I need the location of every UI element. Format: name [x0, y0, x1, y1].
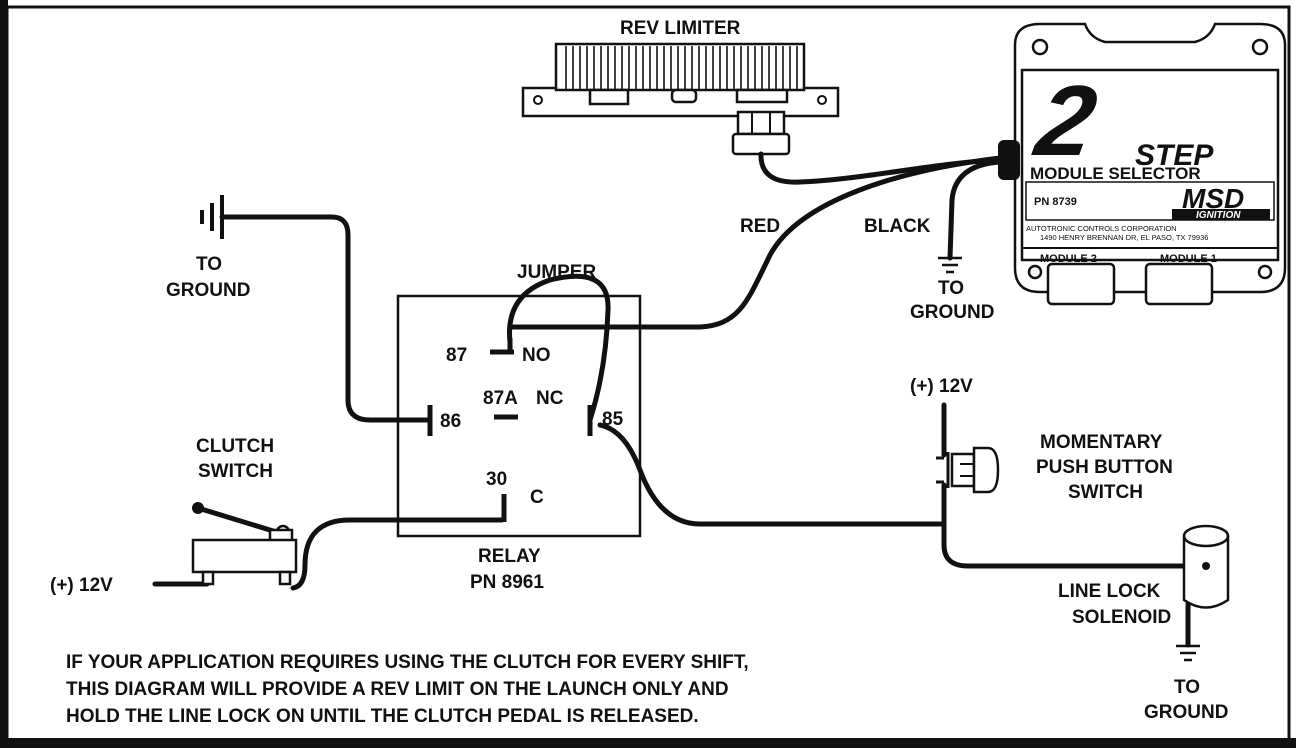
- company-name: AUTOTRONIC CONTROLS CORPORATION: [1026, 224, 1177, 233]
- clutch-switch-label-1: CLUTCH: [196, 436, 274, 457]
- ground-center-label-2: GROUND: [910, 302, 994, 323]
- clutch-switch-body: [191, 538, 298, 574]
- rev-limiter-plug: [731, 132, 791, 156]
- relay-pin-87a: 87A: [483, 388, 518, 409]
- ground-center-label-1: TO: [938, 278, 964, 299]
- line-lock-label-1: LINE LOCK: [1058, 581, 1161, 602]
- rev-limiter: REV LIMITER: [521, 18, 840, 156]
- momentary-label-1: MOMENTARY: [1040, 432, 1163, 453]
- ground-right-label-2: GROUND: [1144, 702, 1228, 723]
- note-line-1: IF YOUR APPLICATION REQUIRES USING THE C…: [66, 652, 749, 673]
- relay-no: NO: [522, 345, 551, 366]
- rev-limiter-label: REV LIMITER: [620, 18, 741, 39]
- line-lock-solenoid: LINE LOCK SOLENOID TO GROUND: [1058, 524, 1230, 723]
- relay-nc: NC: [536, 388, 564, 409]
- push-button-cap: [972, 446, 1000, 494]
- module-hole-bottom-right: [1257, 264, 1273, 280]
- module-hole-top-right: [1251, 38, 1269, 56]
- momentary-label-2: PUSH BUTTON: [1036, 457, 1173, 478]
- two-step-module: 2 STEP MODULE SELECTOR PN 8739 MSD IGNIT…: [998, 22, 1287, 306]
- wire-85-to-junction: [597, 422, 947, 527]
- relay-pin-30: 30: [486, 469, 507, 490]
- relay-pin-87: 87: [446, 345, 467, 366]
- relay-pin-85: 85: [602, 409, 624, 430]
- frame-shadow-bottom: [0, 738, 1296, 748]
- module-hole-top-left: [1031, 38, 1049, 56]
- note: IF YOUR APPLICATION REQUIRES USING THE C…: [66, 652, 749, 727]
- push-button-body: [950, 452, 976, 488]
- relay-label-2: PN 8961: [470, 572, 544, 593]
- heatsink-fins: [565, 46, 798, 90]
- module2-connector: [1046, 262, 1116, 306]
- brand-ignition: IGNITION: [1196, 210, 1241, 221]
- wire-ground-to-86: [219, 214, 431, 423]
- solenoid-body: [1182, 536, 1230, 609]
- line-lock-label-2: SOLENOID: [1072, 607, 1171, 628]
- wire-jumper: [507, 273, 611, 423]
- company-address: 1490 HENRY BRENNAN DR, EL PASO, TX 79936: [1040, 233, 1208, 242]
- ground-center: TO GROUND: [910, 256, 994, 323]
- wire-clutch-to-30: [290, 517, 505, 591]
- relay: 87 NO 87A NC 86 85 30 C RELAY PN 8961: [396, 294, 642, 593]
- mount-hole-right: [817, 95, 827, 105]
- module2-label: MODULE 2: [1040, 253, 1097, 265]
- note-line-2: THIS DIAGRAM WILL PROVIDE A REV LIMIT ON…: [66, 679, 729, 700]
- momentary-switch: (+) 12V MOMENTARY PUSH BUTTON SWITCH: [910, 376, 1173, 503]
- ground-left: TO GROUND: [166, 195, 250, 301]
- note-line-3: HOLD THE LINE LOCK ON UNTIL THE CLUTCH P…: [66, 706, 699, 727]
- mount-hole-left: [533, 95, 543, 105]
- relay-c: C: [530, 487, 544, 508]
- wire-rev-limiter-to-module: [758, 151, 1003, 185]
- ground-left-label-1: TO: [196, 254, 222, 275]
- ground-left-label-2: GROUND: [166, 280, 250, 301]
- relay-pin-86: 86: [440, 411, 461, 432]
- wire-label-black: BLACK: [864, 216, 931, 237]
- rev-limiter-connector: [736, 110, 786, 136]
- logo-word: STEP: [1135, 139, 1214, 172]
- wire-red: [507, 155, 1003, 330]
- module1-connector: [1144, 262, 1214, 306]
- wire-black: [947, 159, 1003, 261]
- brand-msd: MSD: [1182, 183, 1244, 214]
- wire-label-jumper: JUMPER: [517, 262, 596, 283]
- module-title: MODULE SELECTOR: [1030, 164, 1201, 183]
- clutch-switch-label-2: SWITCH: [198, 461, 273, 482]
- relay-label-1: RELAY: [478, 546, 541, 567]
- relay-body: [396, 294, 642, 538]
- module-pn: PN 8739: [1034, 196, 1077, 208]
- clutch-12v-label: (+) 12V: [50, 575, 113, 596]
- ground-right-label-1: TO: [1174, 677, 1200, 698]
- module-face: [1020, 68, 1280, 262]
- momentary-label-3: SWITCH: [1068, 482, 1143, 503]
- module1-label: MODULE 1: [1160, 253, 1217, 265]
- wire-label-red: RED: [740, 216, 780, 237]
- wire-button-to-junction: [941, 482, 1208, 569]
- module-hole-bottom-left: [1027, 264, 1043, 280]
- frame-shadow-left: [0, 0, 8, 748]
- right-12v-label: (+) 12V: [910, 376, 973, 397]
- clutch-switch: CLUTCH SWITCH (+) 12V: [50, 436, 298, 596]
- module-cable-grommet: [998, 140, 1020, 180]
